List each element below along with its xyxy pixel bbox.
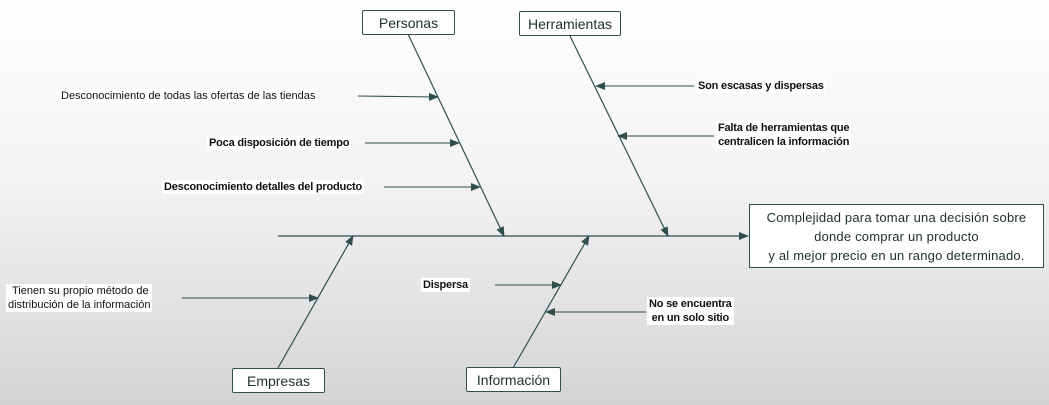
cause-informacion-2: No se encuentra en un solo sitio	[647, 297, 734, 325]
cause-personas-1: Desconocimiento de todas las ofertas de …	[59, 89, 318, 103]
category-herramientas-label: Herramientas	[527, 15, 613, 32]
cause-herramientas-2: Falta de herramientas que centralicen la…	[716, 121, 852, 149]
category-personas: Personas	[362, 10, 455, 35]
category-empresas: Empresas	[232, 368, 325, 393]
category-informacion-label: Información	[476, 371, 551, 388]
cause-arrow-personas-1	[357, 92, 439, 101]
category-empresas-label: Empresas	[246, 372, 311, 389]
bone-informacion	[512, 235, 590, 369]
cause-herramientas-1: Son escasas y dispersas	[696, 79, 826, 93]
effect-box: Complejidad para tomar una decisión sobr…	[749, 204, 1044, 268]
cause-herramientas-2-line-2: centralicen la información	[718, 136, 850, 148]
cause-personas-3: Desconocimiento detalles del producto	[162, 180, 364, 194]
category-personas-label: Personas	[378, 14, 439, 31]
bone-empresas	[277, 235, 354, 369]
cause-empresas-1: Tienen su propio método de distribución …	[6, 284, 153, 312]
effect-line-2: donde comprar un producto	[814, 229, 979, 244]
cause-informacion-2-line-2: en un solo sitio	[651, 312, 730, 324]
cause-informacion-1: Dispersa	[421, 278, 470, 292]
cause-personas-2: Poca disposición de tiempo	[207, 136, 352, 150]
effect-line-3: y al mejor precio en un rango determinad…	[768, 248, 1025, 263]
effect-line-1: Complejidad para tomar una decisión sobr…	[766, 210, 1027, 225]
cause-herramientas-2-line-1: Falta de herramientas que	[718, 122, 850, 134]
category-herramientas: Herramientas	[519, 11, 621, 36]
cause-informacion-2-line-1: No se encuentra	[649, 298, 732, 310]
bone-personas	[407, 33, 505, 237]
category-informacion: Información	[466, 367, 561, 392]
cause-empresas-1-line-1: Tienen su propio método de	[12, 285, 149, 297]
cause-empresas-1-line-2: distribución de la información	[8, 299, 151, 311]
